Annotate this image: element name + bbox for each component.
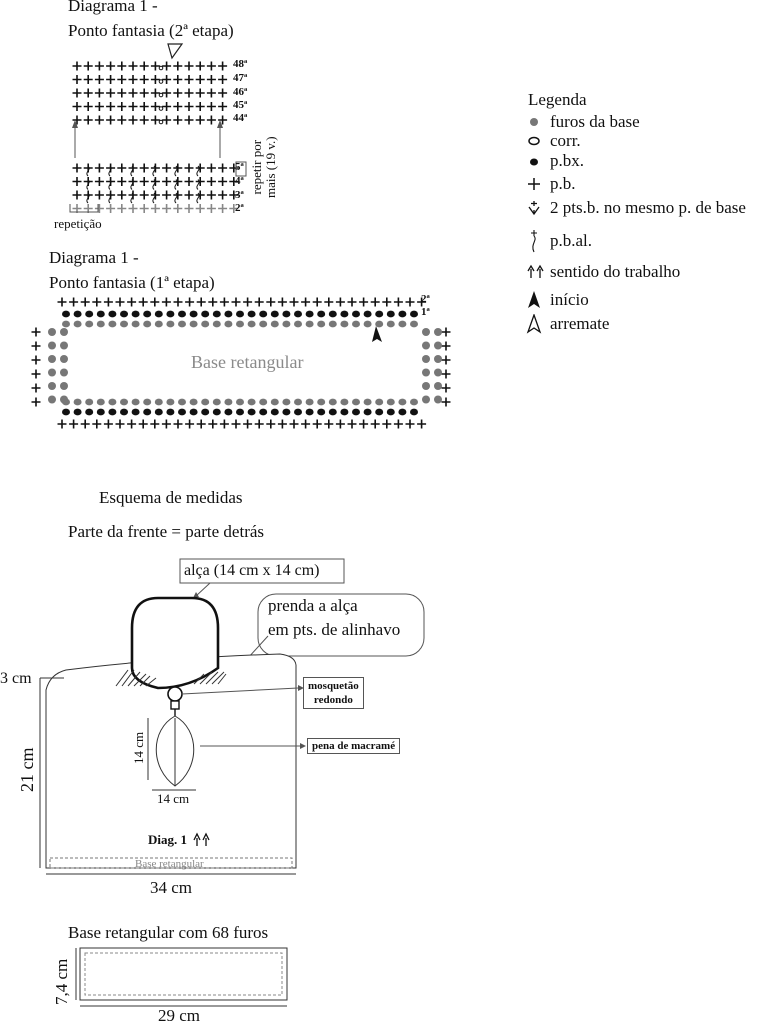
bag-measure-diagram xyxy=(39,558,425,875)
feather-width: 14 cm xyxy=(157,791,190,806)
stage1-row-label-2: 2ª xyxy=(421,293,430,305)
bag-width: 34 cm xyxy=(150,878,193,897)
gray-dot-icon xyxy=(530,118,538,126)
diagram1-title-line2: Ponto fantasia (1ª etapa) xyxy=(49,273,215,292)
row-label-46: 46ª xyxy=(233,86,248,98)
base-rect-diagram xyxy=(75,947,288,1007)
legend-item-arremate: arremate xyxy=(526,314,609,334)
stitch-chart-stage2 xyxy=(69,43,247,213)
two-sc-same-point-icon xyxy=(528,201,540,216)
oval-icon xyxy=(528,136,540,146)
stage1-row-label-1: 1ª xyxy=(421,306,430,318)
black-dot-icon xyxy=(530,158,538,166)
base-label: Base retangular xyxy=(191,352,304,372)
direction-arrows-icon xyxy=(527,264,544,278)
row-label-44: 44ª xyxy=(233,112,248,124)
legend-item-furos: furos da base xyxy=(526,112,640,132)
base-rect-title: Base retangular com 68 furos xyxy=(68,923,269,942)
start-arrow-icon xyxy=(372,326,382,342)
row-label-48: 48ª xyxy=(233,58,248,70)
top-height: 3 cm xyxy=(0,670,32,687)
clasp-label: mosquetão redondo xyxy=(303,677,364,709)
legend-item-pbal: p.b.al. xyxy=(526,228,592,254)
handle-label: alça (14 cm x 14 cm) xyxy=(184,562,320,579)
front-post-sc-icon xyxy=(531,230,537,253)
legend-item-sentido: sentido do trabalho xyxy=(526,262,680,282)
feather-label: pena de macramé xyxy=(307,738,401,754)
finish-arrow-icon xyxy=(526,314,542,334)
legend-item-corr: corr. xyxy=(526,131,581,151)
repeat-note: repetir por mais (19 v.) xyxy=(249,136,278,198)
row-label-47: 47ª xyxy=(233,72,248,84)
legend-item-pb: p.b. xyxy=(526,174,576,194)
plus-icon xyxy=(528,178,540,190)
diagram1-title-line1: Diagrama 1 - xyxy=(49,248,139,267)
diagram2-title-line2: Ponto fantasia (2ª etapa) xyxy=(68,21,234,40)
measures-title: Esquema de medidas xyxy=(99,488,243,507)
start-arrow-icon xyxy=(528,291,540,308)
row-label-5: 5ª xyxy=(235,161,244,173)
diagram2-title-line1: Diagrama 1 - xyxy=(68,0,158,15)
row-label-3: 3ª xyxy=(235,189,244,201)
finish-arrow-icon xyxy=(167,43,184,60)
row-label-4: 4ª xyxy=(235,175,244,187)
attach-note-line2: em pts. de alinhavo xyxy=(268,620,401,639)
repetition-label: repetição xyxy=(54,216,102,231)
attach-note-line1: prenda a alça xyxy=(268,596,358,615)
feather-height: 14 cm xyxy=(131,731,146,764)
legend-title: Legenda xyxy=(528,90,587,109)
row-label-45: 45ª xyxy=(233,99,248,111)
legend-item-2pts: 2 pts.b. no mesmo p. de base xyxy=(526,198,746,218)
row-label-2: 2ª xyxy=(235,202,244,214)
legend-item-inicio: início xyxy=(526,290,589,310)
base-rect-width: 29 cm xyxy=(158,1006,201,1025)
base-rect-height: 7,4 cm xyxy=(52,958,71,1005)
legend-item-pbx: p.bx. xyxy=(526,151,584,171)
measures-subtitle: Parte da frente = parte detrás xyxy=(68,522,265,541)
stitch-chart-stage1 xyxy=(31,297,451,429)
bag-base-label: Base retangular xyxy=(135,858,204,870)
diag-label: Diag. 1 xyxy=(148,832,187,847)
bag-height: 21 cm xyxy=(17,747,37,793)
